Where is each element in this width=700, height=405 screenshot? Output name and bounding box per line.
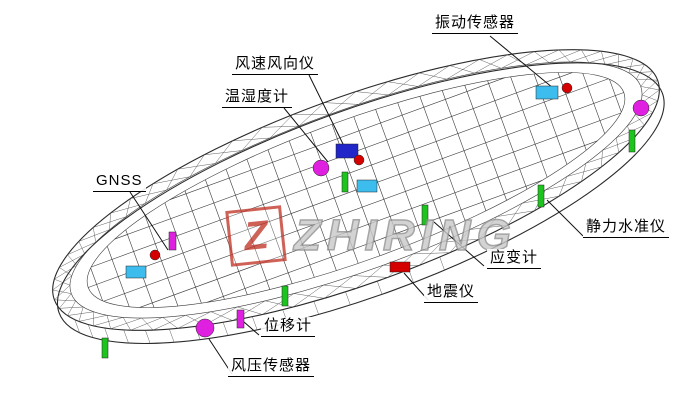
sensor-markers xyxy=(101,82,650,359)
gnss-node xyxy=(149,249,161,261)
label-gnss: GNSS xyxy=(93,172,146,192)
vibration-sensor-marker xyxy=(535,85,559,100)
sensor-circle-center xyxy=(312,159,330,177)
label-anemometer: 风速风向仪 xyxy=(232,55,319,75)
label-static-level-gauge: 静力水准仪 xyxy=(583,218,670,238)
displacement-marker xyxy=(236,309,245,329)
static-level-marker xyxy=(537,184,545,208)
label-displacement-meter: 位移计 xyxy=(261,317,316,337)
roof-truss-wireframe xyxy=(52,49,665,345)
leader-lines xyxy=(129,35,584,375)
static-level-marker-bottom xyxy=(101,337,109,359)
label-strain-gauge: 应变计 xyxy=(487,249,542,269)
label-wind-pressure-sensor: 风压传感器 xyxy=(228,357,315,377)
seismometer-marker xyxy=(389,261,411,273)
static-level-marker-right-end xyxy=(628,129,636,153)
static-level-marker-lower xyxy=(281,285,289,307)
label-thermo-hygrometer: 温湿度计 xyxy=(222,88,293,108)
strain-gauge-marker xyxy=(421,204,429,226)
displacement-marker-left xyxy=(168,231,177,251)
sensor-circle-right-end xyxy=(632,99,650,117)
thermo-hygrometer-marker xyxy=(356,179,378,193)
anemometer-marker xyxy=(335,143,359,159)
sensor-node-center xyxy=(353,154,365,166)
wind-pressure-marker xyxy=(195,318,215,338)
vibration-sensor-node xyxy=(561,82,573,94)
gnss-marker xyxy=(125,265,147,279)
static-level-marker-center xyxy=(341,171,349,193)
label-seismometer: 地震仪 xyxy=(424,283,479,303)
label-vibration-sensor: 振动传感器 xyxy=(432,14,519,34)
